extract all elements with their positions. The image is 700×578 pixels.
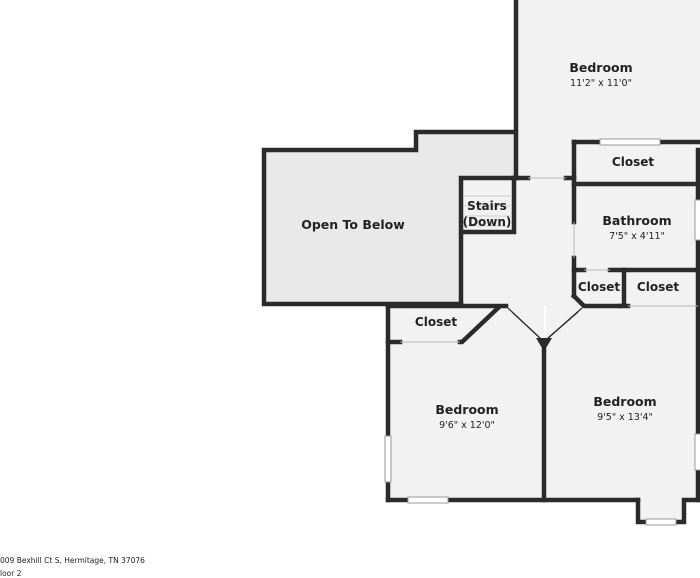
- closet-right-name: Closet: [637, 280, 679, 294]
- door-swings: [507, 307, 583, 341]
- windows: [384, 138, 700, 526]
- bathroom-dims: 7'5" x 4'11": [609, 231, 665, 242]
- closet-left-name: Closet: [415, 315, 457, 329]
- bedroom-right-name: Bedroom: [593, 394, 656, 409]
- bay-floor: [638, 498, 684, 522]
- bedroom-top-floor: [516, 0, 700, 142]
- bedroom-right-dims: 9'5" x 13'4": [597, 412, 653, 423]
- closet-small-name: Closet: [578, 280, 620, 294]
- door-junction: [536, 338, 552, 348]
- floor-fills: [264, 0, 700, 522]
- room-labels: Bedroom 11'2" x 11'0" Closet Bathroom 7'…: [301, 60, 679, 431]
- stairs-label: Stairs: [467, 199, 507, 213]
- closet-top-name: Closet: [612, 155, 654, 169]
- window-bedroom-left-bottom: [407, 496, 449, 504]
- window-right-1: [694, 199, 700, 241]
- open-to-below-name: Open To Below: [301, 217, 405, 232]
- window-right-2: [694, 433, 700, 471]
- floor-text: loor 2: [0, 569, 22, 578]
- bathroom-name: Bathroom: [602, 213, 671, 228]
- bedroom-right-floor: [546, 306, 700, 500]
- bedroom-top-name: Bedroom: [569, 60, 632, 75]
- walls: [261, 0, 700, 525]
- window-bay: [645, 518, 677, 526]
- bedroom-left-name: Bedroom: [435, 402, 498, 417]
- door-thresholds: [400, 177, 698, 343]
- stairs-direction: (Down): [463, 215, 512, 229]
- address-text: 009 Bexhill Ct S, Hermitage, TN 37076: [0, 556, 145, 565]
- window-top-1: [599, 138, 661, 146]
- open-to-below-floor: [264, 132, 514, 304]
- bedroom-top-dims: 11'2" x 11'0": [570, 78, 632, 89]
- window-bedroom-left-side: [384, 435, 392, 483]
- bedroom-left-dims: 9'6" x 12'0": [439, 420, 495, 431]
- stair-treads: [464, 195, 512, 227]
